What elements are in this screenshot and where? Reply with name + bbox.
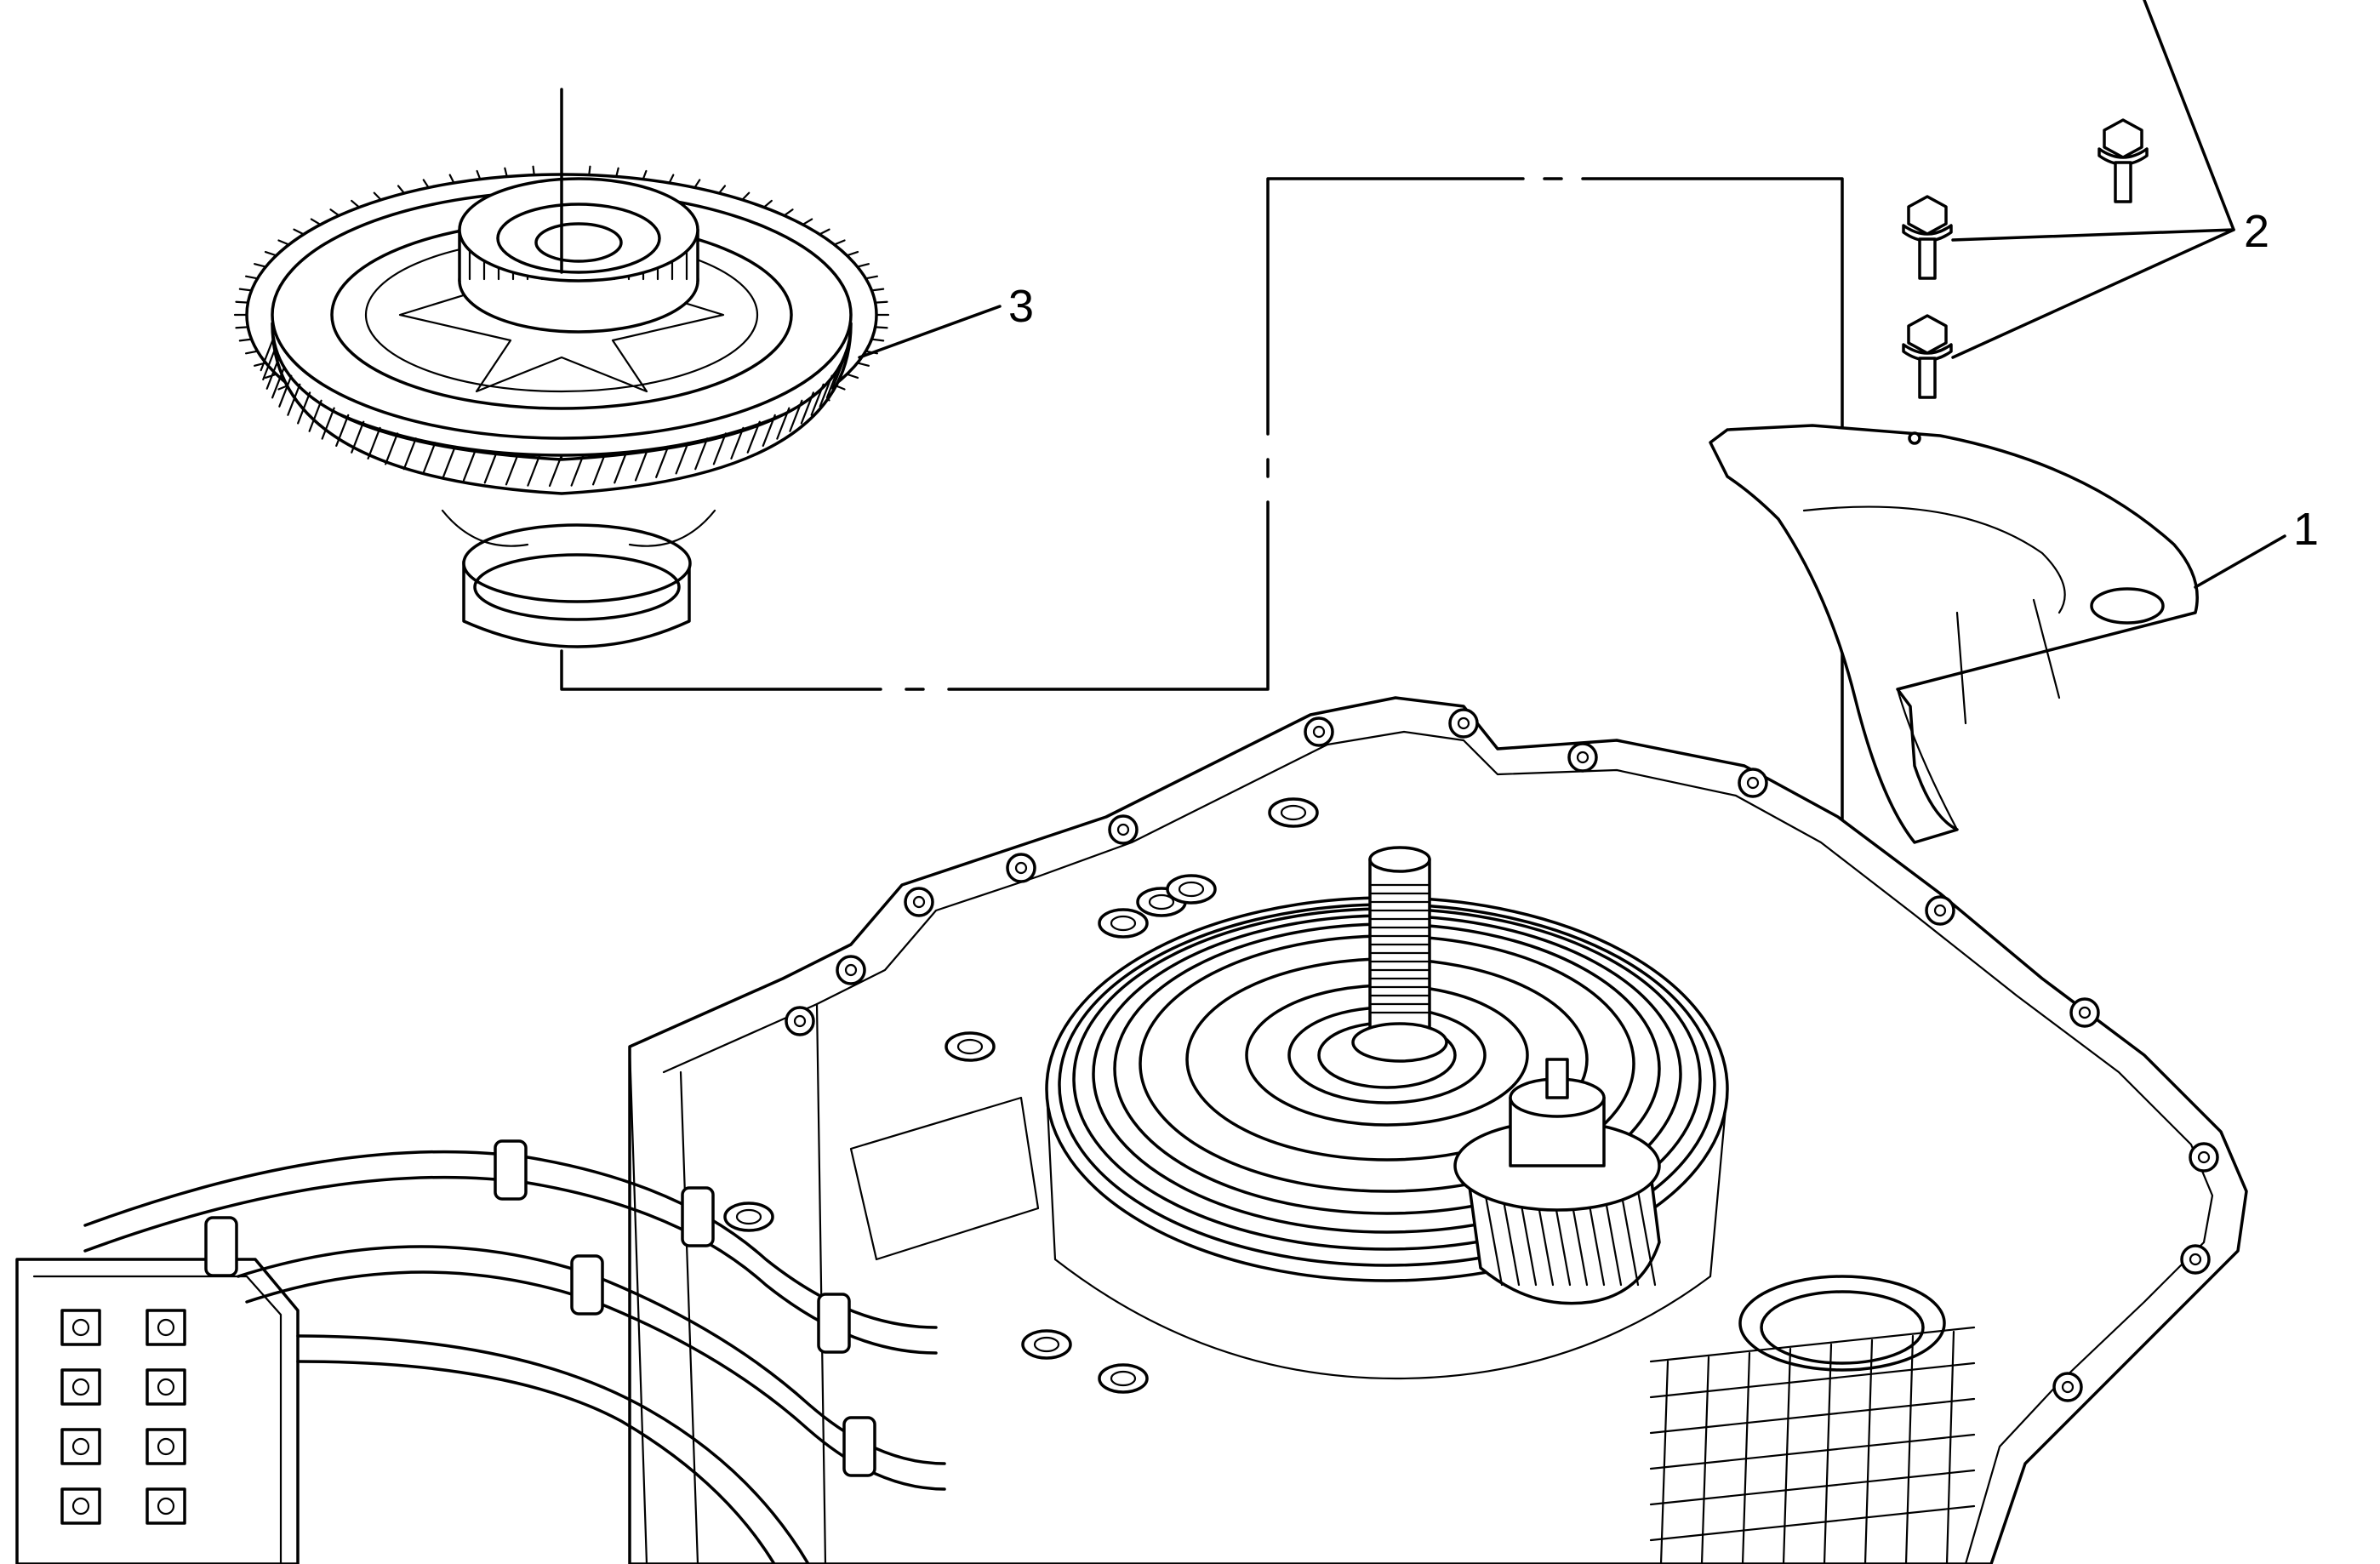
transmission-case — [628, 696, 2248, 1564]
case-left-walls — [628, 1002, 827, 1564]
bolt-upper-right — [2097, 118, 2149, 203]
deflector-ribs — [1896, 598, 2061, 831]
valve-body-cover — [849, 1096, 1040, 1261]
helical-tooth-lines — [260, 339, 852, 488]
callout-2: 2 — [2244, 206, 2269, 257]
pinion-shaft — [1545, 1058, 1569, 1099]
cable-clips — [204, 1139, 876, 1477]
harness-cable-3 — [296, 1334, 810, 1564]
deflector-body — [1709, 424, 2199, 844]
callout-3: 3 — [1008, 281, 1034, 332]
alignment-lines — [560, 177, 1844, 1321]
case-rib-grid — [1649, 1326, 1976, 1564]
clutch-drum-wall — [1045, 1087, 1729, 1380]
bolts — [1902, 118, 2149, 399]
leader-2a — [2143, 0, 2235, 231]
oil-deflector — [1709, 424, 2199, 844]
case-ports — [723, 797, 1319, 1394]
leader-3 — [858, 305, 1002, 359]
bolt-lower-left — [1902, 314, 1953, 399]
deflector-inner-curve — [1802, 505, 2066, 614]
harness-cable-3b — [296, 1360, 776, 1564]
case-webs — [441, 509, 716, 547]
lower-hub-seal — [473, 553, 681, 621]
flange-bolt-holes — [785, 708, 2219, 1402]
dashed-alignment-line — [560, 177, 1844, 1321]
bolt-middle-left — [1902, 195, 1953, 280]
deflector-hole — [2090, 587, 2165, 625]
callout-1: 1 — [2293, 504, 2319, 555]
bearing-bore — [534, 222, 623, 263]
leader-1 — [2194, 534, 2286, 589]
input-shaft — [1368, 858, 1431, 1040]
leader-2c — [1951, 228, 2235, 359]
differential-gear-assembly — [233, 88, 890, 648]
leader-lines — [858, 0, 2286, 589]
lower-hub-top — [462, 523, 692, 603]
wiring-harness — [15, 1139, 946, 1564]
leader-2b — [1951, 228, 2235, 242]
gear-tooth-face — [271, 322, 853, 495]
shaft-splines — [1370, 883, 1430, 1014]
connector-pins — [60, 1309, 186, 1525]
